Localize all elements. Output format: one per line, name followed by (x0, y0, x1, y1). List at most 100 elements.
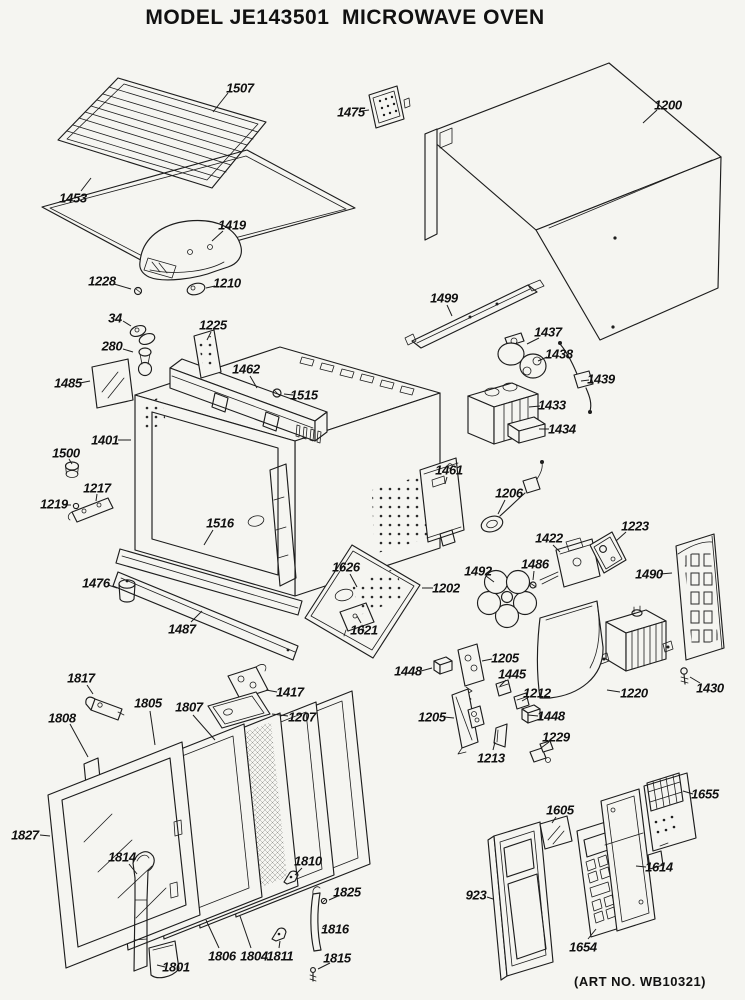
leader-line-1817 (86, 684, 94, 695)
part-label-1655: 1655 (691, 787, 720, 802)
leader-line-1825 (328, 895, 339, 901)
part-label-1476: 1476 (82, 576, 111, 591)
leader-line-1439 (580, 379, 590, 382)
part-label-1453: 1453 (59, 191, 88, 206)
part-label-1621: 1621 (350, 623, 378, 638)
part-label-1806: 1806 (208, 949, 237, 964)
leader-line-1614 (635, 865, 647, 868)
leader-line-280 (122, 348, 134, 353)
stirrer-fan-1419-drawing (139, 219, 242, 281)
leader-line-1205 (443, 716, 455, 719)
part-label-280: 280 (101, 339, 124, 354)
thermostat-1206-drawing (480, 460, 544, 533)
part-label-1433: 1433 (538, 398, 567, 413)
part-label-1605: 1605 (546, 803, 575, 818)
part-label-1206: 1206 (495, 486, 524, 501)
trim-strip-1487-drawing (112, 571, 299, 661)
control-panel-frame-923-drawing (487, 821, 554, 981)
leader-line-1507 (212, 92, 229, 113)
leader-line-1516 (203, 529, 214, 546)
leader-line-1437 (526, 337, 540, 345)
leader-line-1490 (659, 572, 673, 575)
glass-shelf-1453-drawing (41, 149, 356, 266)
leader-line-1438 (537, 356, 548, 362)
part-label-1490: 1490 (635, 567, 664, 582)
leader-line-1492 (485, 575, 495, 583)
diagram-title: MODEL JE143501 MICROWAVE OVEN (145, 6, 545, 29)
part-label-1202: 1202 (432, 581, 461, 596)
leader-line-1419 (211, 230, 224, 242)
grommet-1500-drawing (64, 461, 80, 478)
rear-grille-1490-drawing (675, 533, 725, 661)
leader-line-1433 (528, 405, 541, 408)
control-housing-1614-drawing (600, 788, 664, 932)
leader-line-1210 (205, 285, 216, 289)
part-label-34: 34 (108, 311, 123, 326)
part-label-1825: 1825 (333, 885, 362, 900)
part-label-1217: 1217 (83, 481, 112, 496)
leader-line-1207 (271, 713, 289, 717)
latch-plate-1207-drawing (207, 691, 271, 729)
leader-line-1220 (606, 689, 621, 693)
part-label-1507: 1507 (226, 81, 255, 96)
leader-line-1461 (444, 476, 448, 485)
leader-line-1801 (156, 964, 166, 968)
part-label-1815: 1815 (323, 951, 352, 966)
leader-line-1422 (552, 544, 561, 553)
leader-line-1217 (95, 493, 98, 502)
part-label-1401: 1401 (91, 433, 119, 448)
leader-line-1485 (79, 380, 91, 384)
part-label-1487: 1487 (168, 622, 197, 637)
bracket-1217-drawing (67, 497, 114, 523)
part-label-1448: 1448 (394, 664, 423, 679)
door-front-1827-drawing (47, 741, 201, 969)
leader-line-1654 (587, 928, 597, 940)
part-label-1437: 1437 (534, 325, 563, 340)
part-label-1439: 1439 (587, 372, 616, 387)
part-label-1654: 1654 (569, 940, 598, 955)
screw-1219-drawing (72, 502, 80, 510)
part-label-1807: 1807 (175, 700, 204, 715)
leader-line-1448 (420, 667, 433, 672)
part-label-1817: 1817 (67, 671, 96, 686)
lamp-window-1485-drawing (91, 358, 134, 409)
leader-line-1655 (682, 790, 694, 795)
part-label-1228: 1228 (88, 274, 117, 289)
leader-line-1223 (615, 531, 627, 542)
leader-line-1499 (446, 304, 453, 317)
leader-line-1808 (69, 723, 89, 758)
rail-1516-drawing (115, 548, 303, 616)
leader-line-1225 (206, 331, 212, 341)
terminal-block-1434-drawing (507, 416, 546, 444)
leader-line-1807 (192, 714, 216, 741)
interlock-switches-drawing (433, 643, 554, 763)
leader-line-1212 (521, 696, 530, 702)
part-label-1811: 1811 (267, 949, 294, 964)
part-label-1438: 1438 (545, 347, 574, 362)
wire-rack-1507-drawing (57, 77, 267, 189)
leader-line-1453 (80, 177, 92, 192)
part-label-1445: 1445 (498, 667, 527, 682)
handle-trim-1816-drawing (310, 886, 322, 952)
leader-line-1448 (527, 714, 539, 717)
oven-lamp-280-drawing (137, 347, 153, 377)
grille-1225-drawing (193, 329, 222, 379)
plate-1475-drawing (368, 85, 411, 129)
outer-cabinet-1200-drawing (424, 62, 722, 341)
part-label-1801: 1801 (162, 960, 190, 975)
part-label-1229: 1229 (542, 730, 571, 745)
screw-1825-drawing (320, 897, 328, 905)
part-label-1223: 1223 (621, 519, 650, 534)
part-label-1808: 1808 (48, 711, 77, 726)
leader-line-1417 (265, 689, 278, 693)
leader-line-1827 (39, 834, 51, 837)
part-label-1516: 1516 (206, 516, 235, 531)
leader-line-1486 (532, 570, 535, 581)
part-label-1448: 1448 (537, 709, 566, 724)
part-label-1213: 1213 (477, 751, 506, 766)
leader-line-1206 (497, 499, 506, 515)
leader-line-1500 (68, 458, 73, 465)
air-duct-1220-drawing (536, 600, 604, 699)
